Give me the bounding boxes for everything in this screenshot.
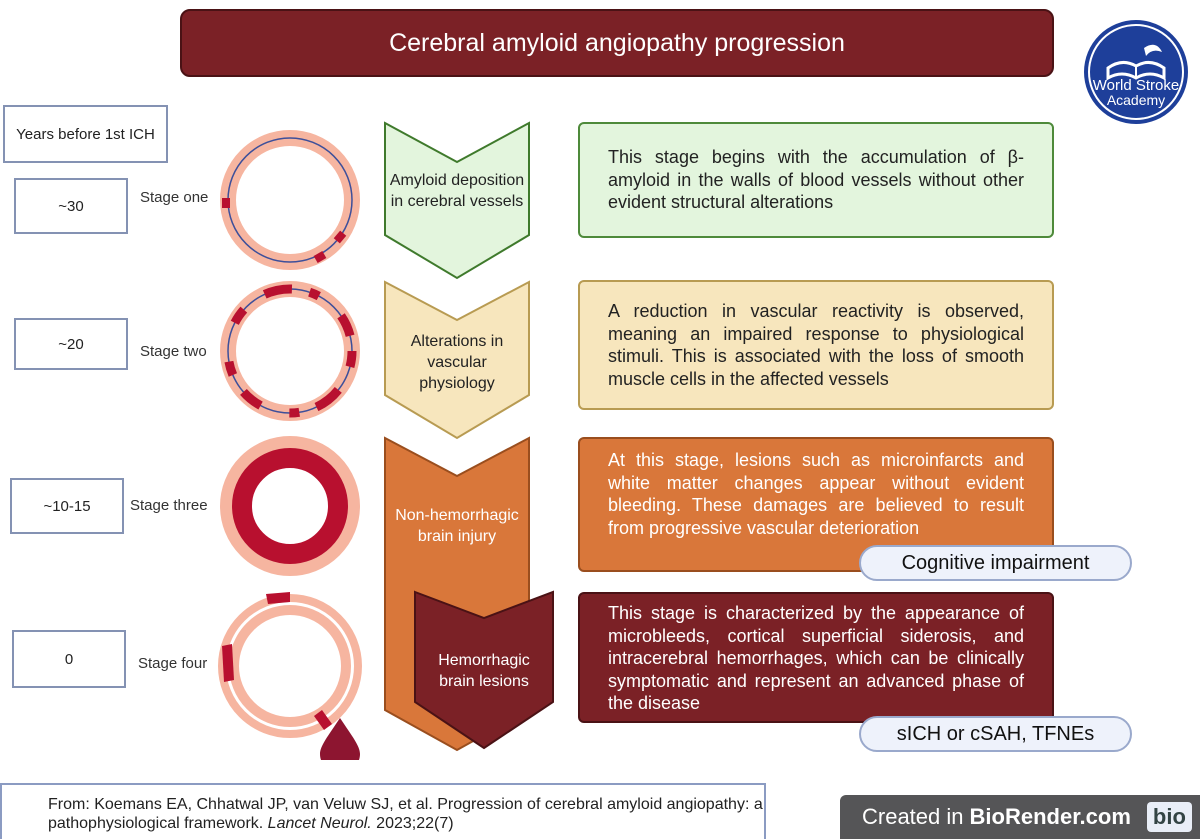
arrow-stage-one [384, 121, 530, 280]
biorender-brand: BioRender.com [969, 804, 1131, 829]
title-banner: Cerebral amyloid angiopathy progression [180, 9, 1054, 77]
rupture-fragment [314, 710, 332, 730]
stage-label-three: Stage three [130, 497, 208, 514]
vessel-stage-three-icon [220, 436, 360, 576]
world-stroke-academy-logo: World Stroke Academy [1082, 18, 1190, 126]
logo-line-2: Academy [1106, 92, 1166, 108]
rupture-fragment [266, 592, 290, 604]
amyloid-deposit [222, 198, 230, 208]
arrow-label-stage-three: Non-hemorrhagic brain injury [395, 507, 519, 545]
arrow-stage-two [384, 280, 530, 440]
biorender-badge: Created in BioRender.com bio [840, 795, 1200, 839]
rupture-fragment [222, 644, 234, 682]
year-box-stage-one: ~30 [14, 178, 128, 234]
page-title: Cerebral amyloid angiopathy progression [389, 28, 845, 57]
description-stage-four: This stage is characterized by the appea… [578, 592, 1054, 723]
vessel-stage-two-icon [220, 281, 360, 421]
logo-line-1: World Stroke [1092, 77, 1180, 94]
vessel-stage-one-icon [220, 130, 360, 270]
arrow-label-stage-one: Amyloid deposition in cerebral vessels [389, 172, 525, 210]
citation: From: Koemans EA, Chhatwal JP, van Veluw… [0, 783, 766, 839]
blood-drop-icon [320, 718, 360, 760]
stage-label-four: Stage four [138, 655, 208, 672]
year-box-stage-four: 0 [12, 630, 126, 688]
amyloid-deposit [313, 251, 327, 263]
amyloid-deposits [223, 284, 357, 418]
stage-label-one: Stage one [140, 189, 209, 206]
stage-label-two: Stage two [140, 343, 207, 360]
year-box-stage-three: ~10-15 [10, 478, 124, 534]
vessel-stage-four-icon [218, 592, 362, 738]
description-stage-one: This stage begins with the accumulation … [578, 122, 1054, 238]
arrow-label-stage-two: Alterations in vascular physiology [410, 333, 504, 392]
year-box-stage-two: ~20 [14, 318, 128, 370]
stage-arrows [384, 121, 554, 752]
arrow-label-stage-four: Hemorrhagic brain lesions [438, 652, 530, 690]
outcome-sich-csah: sICH or cSAH, TFNEs [859, 716, 1132, 752]
years-header: Years before 1st ICH [3, 105, 168, 163]
logo-emblem-icon [1084, 20, 1188, 124]
amyloid-deposit [333, 230, 347, 244]
outcome-cognitive-impairment: Cognitive impairment [859, 545, 1132, 581]
arrow-stage-four [414, 590, 554, 750]
citation-journal: Lancet Neurol. [267, 815, 372, 832]
vessel-illustrations [218, 130, 362, 760]
biorender-logo-icon: bio [1146, 802, 1192, 832]
description-stage-two: A reduction in vascular reactivity is ob… [578, 280, 1054, 410]
